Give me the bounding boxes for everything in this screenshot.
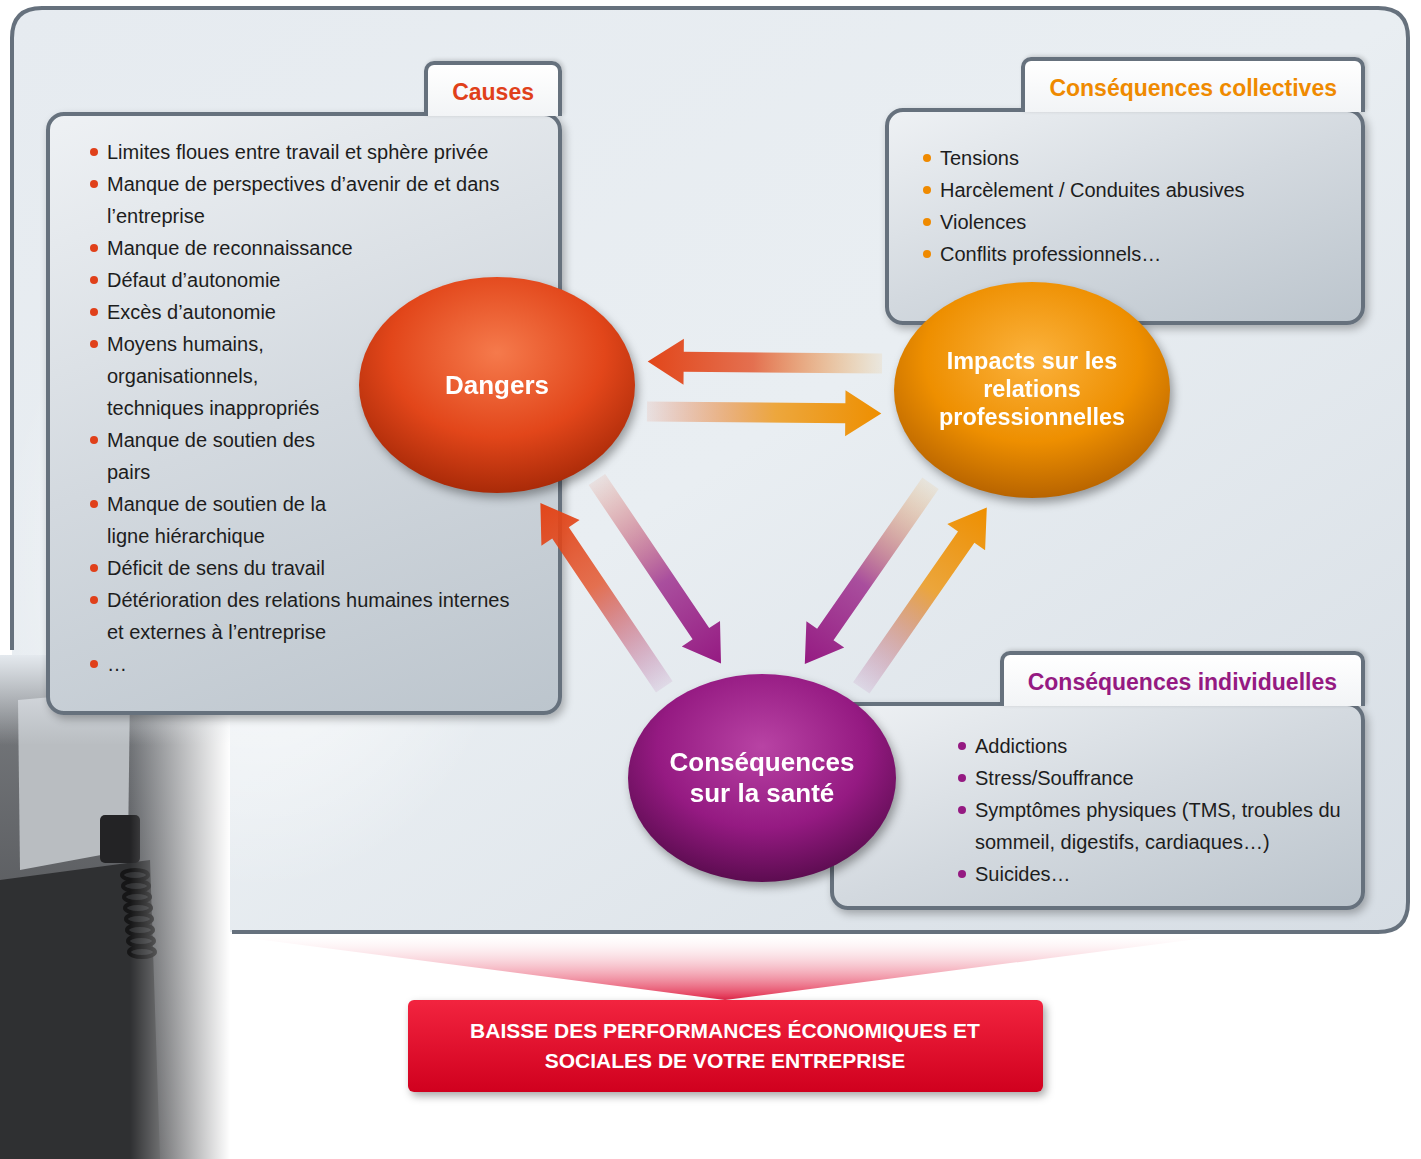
bullet-dot <box>90 500 98 508</box>
list-item: Harcèlement / Conduites abusives <box>923 174 1345 206</box>
collective-panel: Conséquences collectivesTensionsHarcèlem… <box>885 108 1365 325</box>
list-item: Détérioration des relations humaines int… <box>90 584 530 648</box>
list-item: … <box>90 648 542 680</box>
bullet-dot <box>923 154 931 162</box>
list-item: Violences <box>923 206 1345 238</box>
ellipse-fill <box>628 674 896 882</box>
list-item: Manque de soutien de la ligne hiérarchiq… <box>90 488 360 552</box>
bullet-dot <box>90 180 98 188</box>
heading-tab: Causes <box>424 61 562 116</box>
bullet-dot <box>90 276 98 284</box>
bullet-dot <box>90 436 98 444</box>
dangers-ellipse: Dangers <box>357 275 637 495</box>
outcome-text: BAISSE DES PERFORMANCES ÉCONOMIQUES ET S… <box>458 1016 993 1076</box>
list-item: Suicides… <box>958 858 1345 890</box>
list-item: Addictions <box>958 730 1345 762</box>
panel-heading: Conséquences individuelles <box>1028 669 1337 695</box>
ellipse-label: Impacts sur les relations professionnell… <box>901 348 1163 432</box>
bullet-dot <box>90 660 98 668</box>
list-item-text: Suicides… <box>975 858 1071 890</box>
bullet-dot <box>90 564 98 572</box>
connector-arrow <box>647 390 881 436</box>
health-ellipse: Conséquences sur la santé <box>626 672 898 884</box>
connector-arrow <box>648 339 882 385</box>
individual-panel: Conséquences individuellesAddictionsStre… <box>830 702 1365 910</box>
bullet-dot <box>958 806 966 814</box>
list-item-text: Conflits professionnels… <box>940 238 1161 270</box>
list-item-text: Détérioration des relations humaines int… <box>107 584 530 648</box>
ellipse-label: Dangers <box>445 370 549 401</box>
list-item: Moyens humains, organisationnels, techni… <box>90 328 360 424</box>
downward-funnel <box>232 936 1220 1000</box>
list-item-text: Tensions <box>940 142 1019 174</box>
list-item-text: Défaut d’autonomie <box>107 264 280 296</box>
list-item-text: Manque de soutien de la ligne hiérarchiq… <box>107 488 360 552</box>
list-item-text: Déficit de sens du travail <box>107 552 325 584</box>
panel-heading: Causes <box>452 79 534 105</box>
bullet-dot <box>90 308 98 316</box>
list-item: Manque de perspectives d’avenir de et da… <box>90 168 542 232</box>
ellipse-fill <box>894 282 1170 498</box>
bullet-dot <box>958 742 966 750</box>
list-item-text: Harcèlement / Conduites abusives <box>940 174 1245 206</box>
bullet-dot <box>958 774 966 782</box>
list-item: Stress/Souffrance <box>958 762 1345 794</box>
list-item: Déficit de sens du travail <box>90 552 542 584</box>
bullet-dot <box>923 218 931 226</box>
bullet-dot <box>90 596 98 604</box>
ellipse-label: Conséquences sur la santé <box>652 747 872 809</box>
list-item: Tensions <box>923 142 1345 174</box>
list-item-text: Limites floues entre travail et sphère p… <box>107 136 488 168</box>
list-item: Manque de soutien des pairs <box>90 424 360 488</box>
outcome-box: BAISSE DES PERFORMANCES ÉCONOMIQUES ET S… <box>408 1000 1043 1092</box>
bullet-dot <box>90 244 98 252</box>
bullet-dot <box>958 870 966 878</box>
list-item-text: Violences <box>940 206 1026 238</box>
bullet-dot <box>923 250 931 258</box>
heading-tab: Conséquences collectives <box>1021 57 1365 112</box>
list-item-text: … <box>107 648 127 680</box>
connector-arrow <box>589 474 721 664</box>
bullet-dot <box>90 148 98 156</box>
cab-photo <box>0 655 230 1159</box>
bullet-dot <box>90 340 98 348</box>
list-item: Limites floues entre travail et sphère p… <box>90 136 542 168</box>
connector-arrow <box>853 508 987 694</box>
list-item-text: Manque de reconnaissance <box>107 232 353 264</box>
list-item: Conflits professionnels… <box>923 238 1345 270</box>
list-item-text: Manque de perspectives d’avenir de et da… <box>107 168 542 232</box>
bullet-dot <box>923 186 931 194</box>
ellipse-fill <box>359 277 635 493</box>
list-item: Symptômes physiques (TMS, troubles du so… <box>958 794 1345 858</box>
list-item-text: Addictions <box>975 730 1067 762</box>
connector-arrow <box>805 478 939 664</box>
list-item-text: Stress/Souffrance <box>975 762 1134 794</box>
list-item-text: Manque de soutien des pairs <box>107 424 360 488</box>
list-item-text: Symptômes physiques (TMS, troubles du so… <box>975 794 1345 858</box>
impacts-ellipse: Impacts sur les relations professionnell… <box>892 280 1172 500</box>
list-item: Manque de reconnaissance <box>90 232 542 264</box>
list-item-text: Excès d’autonomie <box>107 296 276 328</box>
heading-tab: Conséquences individuelles <box>1000 651 1365 706</box>
list-item-text: Moyens humains, organisationnels, techni… <box>107 328 360 424</box>
panel-heading: Conséquences collectives <box>1049 75 1337 101</box>
